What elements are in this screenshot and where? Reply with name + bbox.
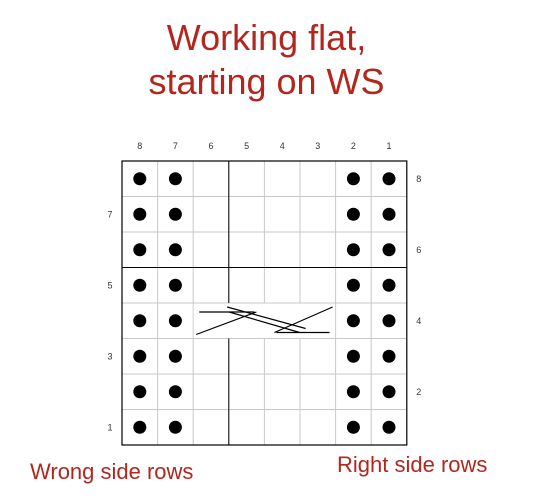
purl-dot	[382, 207, 396, 221]
column-numbers: 8 7 6 5 4 3 2 1	[137, 141, 391, 151]
row-number-right: 6	[416, 245, 421, 255]
column-number: 8	[137, 141, 142, 151]
row-number-left: 7	[107, 209, 112, 219]
purl-dot	[346, 278, 360, 292]
purl-dot	[168, 314, 182, 328]
purl-dot	[382, 314, 396, 328]
column-number: 7	[173, 141, 178, 151]
purl-dot	[382, 385, 396, 399]
column-number: 1	[386, 141, 391, 151]
purl-dot	[168, 278, 182, 292]
cable-stroke	[229, 311, 300, 334]
purl-dots	[133, 172, 396, 434]
chart-grid	[121, 160, 408, 446]
diagram-title-line-1: Working flat,	[166, 17, 367, 58]
purl-dot	[168, 349, 182, 363]
purl-dot	[346, 172, 360, 186]
row-number-right: 8	[416, 174, 421, 184]
column-number: 6	[208, 141, 213, 151]
purl-dot	[168, 385, 182, 399]
row-number-left: 1	[107, 422, 112, 432]
purl-dot	[133, 278, 147, 292]
purl-dot	[346, 207, 360, 221]
row-number-left: 3	[107, 351, 112, 361]
purl-dot	[133, 172, 147, 186]
purl-dot	[382, 172, 396, 186]
purl-dot	[346, 243, 360, 257]
chart-border	[121, 160, 408, 446]
purl-dot	[382, 349, 396, 363]
right-side-rows-label: Right side rows	[337, 452, 488, 477]
purl-dot	[133, 385, 147, 399]
wrong-side-rows-label: Wrong side rows	[30, 459, 194, 484]
purl-dot	[133, 314, 147, 328]
purl-dot	[133, 207, 147, 221]
purl-dot	[133, 243, 147, 257]
purl-dot	[382, 278, 396, 292]
purl-dot	[168, 207, 182, 221]
column-number: 5	[244, 141, 249, 151]
purl-dot	[133, 349, 147, 363]
purl-dot	[346, 314, 360, 328]
purl-dot	[168, 243, 182, 257]
purl-dot	[346, 349, 360, 363]
cable-cross-symbol	[195, 306, 333, 336]
row-number-right: 2	[416, 387, 421, 397]
cable-stroke	[195, 311, 257, 336]
column-number: 3	[315, 141, 320, 151]
purl-dot	[382, 243, 396, 257]
row-number-right: 4	[416, 316, 421, 326]
purl-dot	[133, 420, 147, 434]
column-number: 4	[280, 141, 285, 151]
row-number-left: 5	[107, 280, 112, 290]
purl-dot	[346, 420, 360, 434]
column-number: 2	[351, 141, 356, 151]
purl-dot	[346, 385, 360, 399]
cable-stroke	[274, 306, 333, 334]
row-numbers: 7 5 3 1 8 6 4 2	[107, 174, 421, 433]
purl-dot	[382, 420, 396, 434]
purl-dot	[168, 172, 182, 186]
purl-dot	[168, 420, 182, 434]
diagram-title-line-2: starting on WS	[148, 61, 385, 102]
